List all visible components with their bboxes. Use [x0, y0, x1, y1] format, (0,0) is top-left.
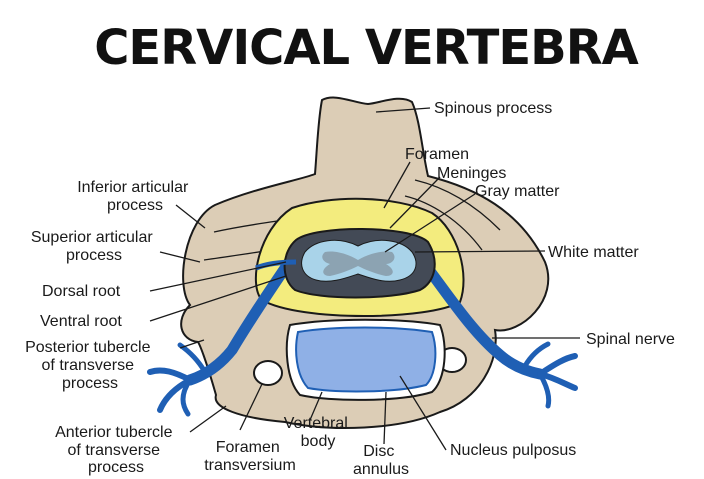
label-spinous-process: Spinous process: [434, 100, 552, 117]
foramen-transversium-left: [254, 361, 282, 385]
label-superior-articular-process: Superior articular process: [31, 229, 157, 264]
label-nucleus-pulposus: Nucleus pulposus: [450, 442, 576, 459]
label-gray-matter: Gray matter: [475, 183, 560, 200]
label-white-matter: White matter: [548, 244, 639, 261]
label-ventral-root: Ventral root: [40, 313, 122, 330]
label-meninges: Meninges: [437, 165, 506, 182]
nucleus-pulposus: [296, 328, 435, 392]
vertebral-body: [287, 320, 445, 400]
label-anterior-tubercle: Anterior tubercle of transverse process: [55, 424, 177, 476]
label-spinal-nerve: Spinal nerve: [586, 331, 675, 348]
label-foramen: Foramen: [405, 146, 469, 163]
label-foramen-transversium: Foramen transversium: [204, 439, 296, 474]
label-inferior-articular-process: Inferior articular process: [77, 179, 193, 214]
label-posterior-tubercle: Posterior tubercle of transverse process: [25, 339, 155, 392]
label-vertebral-body: Vertebral body: [284, 415, 353, 450]
label-disc-annulus: Disc annulus: [353, 443, 409, 478]
label-dorsal-root: Dorsal root: [42, 283, 121, 300]
diagram-title: CERVICAL VERTEBRA: [94, 20, 638, 76]
